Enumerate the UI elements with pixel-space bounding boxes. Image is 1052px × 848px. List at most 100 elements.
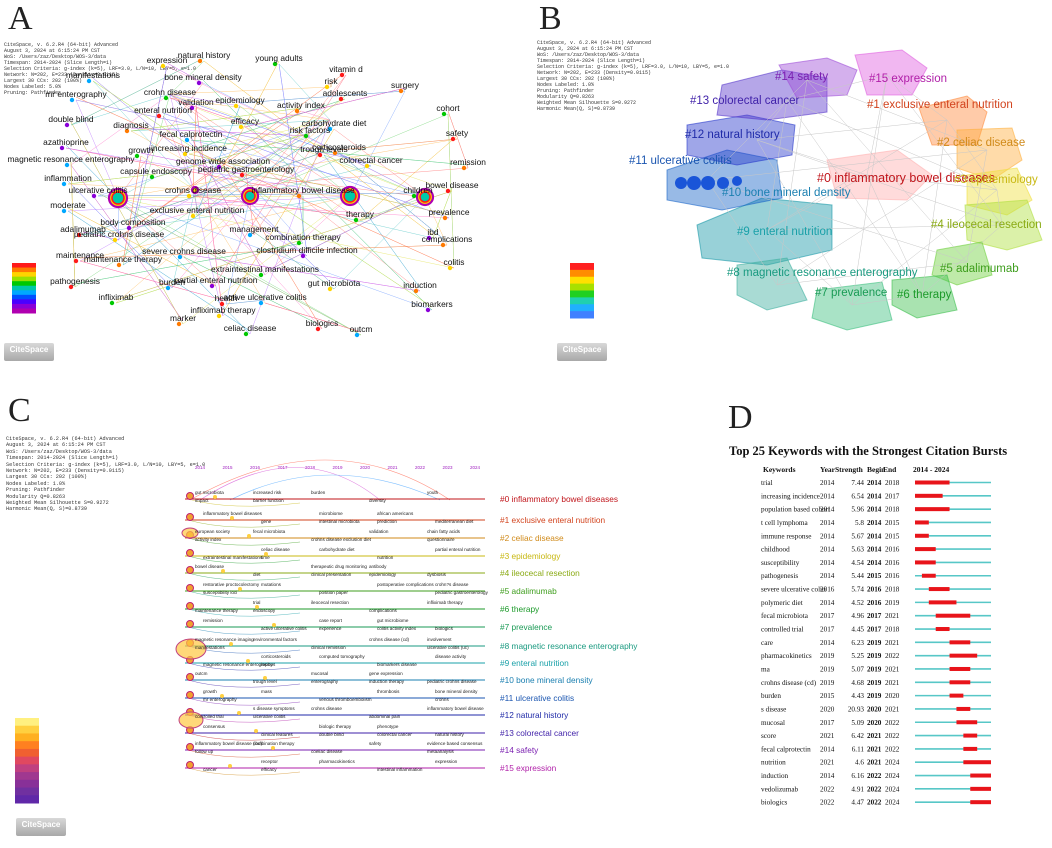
keyword-node xyxy=(64,122,70,128)
keyword-label: extraintestinal manifestations xyxy=(211,264,319,274)
keyword-label: colorectal cancer xyxy=(339,155,403,165)
keyword-label: inflammatory bowel disease xyxy=(251,185,355,195)
hub-node xyxy=(190,185,200,195)
cluster-link xyxy=(766,119,948,231)
keyword-label: burden xyxy=(159,277,185,287)
keyword-node xyxy=(426,235,432,241)
timeline-term: abdominal pain xyxy=(369,714,401,719)
keyword-label: complications xyxy=(422,234,473,244)
keyword-label: health xyxy=(215,293,238,303)
timeline-term: magnetic resonance imaging xyxy=(195,637,254,642)
burst-end: 2018 xyxy=(885,626,900,634)
timeline-arc xyxy=(187,767,301,776)
cluster-link xyxy=(756,99,788,141)
keyword-node xyxy=(411,193,417,199)
network-edge xyxy=(194,189,323,330)
network-edge xyxy=(79,119,331,262)
keyword-label: colitis xyxy=(444,257,465,267)
network-edge xyxy=(67,207,217,287)
timeline-cluster-label: #6 therapy xyxy=(500,604,540,614)
burst-begin: 2019 xyxy=(867,679,882,687)
timeline-node xyxy=(221,569,225,573)
burst-bar xyxy=(949,640,971,645)
cluster-node xyxy=(675,177,687,189)
network-edge xyxy=(188,153,450,216)
burst-bar xyxy=(915,507,950,512)
burst-strength: 4.6 xyxy=(855,759,864,767)
keyword-node xyxy=(413,288,419,294)
timeline-term: remission xyxy=(203,618,223,623)
timeline-term: magnetic resonance enterography xyxy=(203,662,273,667)
network-edge xyxy=(122,93,171,266)
cluster-link xyxy=(706,179,778,286)
network-edge xyxy=(92,77,308,257)
burst-bar xyxy=(915,533,929,538)
legend-swatch xyxy=(12,308,36,314)
legend-swatch xyxy=(570,304,594,312)
timeline-node xyxy=(220,694,224,698)
keyword-node xyxy=(327,286,333,292)
metadata-line: Network: N=202, E=233 (Density=0.0115) xyxy=(6,468,125,475)
network-edge xyxy=(239,105,351,197)
burst-bar xyxy=(949,653,978,658)
timeline-term: colorectal cancer xyxy=(377,732,412,737)
network-edge xyxy=(155,132,311,178)
citespace-logo-b: CiteSpace xyxy=(557,343,607,361)
cluster-node xyxy=(717,177,729,189)
timeline-term: manifestations xyxy=(195,645,225,650)
legend-swatch xyxy=(12,281,36,287)
burst-strength: 6.23 xyxy=(851,639,864,647)
burst-bar xyxy=(949,680,971,685)
cluster-link xyxy=(851,294,923,306)
keyword-label: genome wide association xyxy=(176,156,270,166)
burst-end: 2018 xyxy=(885,586,900,594)
metadata-line: Timespan: 2014-2024 (Slice Length=1) xyxy=(6,455,119,462)
timeline-term: ulcerative colitis (uc) xyxy=(427,645,469,650)
burst-year: 2014 xyxy=(820,492,835,500)
network-edge xyxy=(166,62,204,84)
burst-strength: 4.91 xyxy=(851,785,864,793)
network-edge xyxy=(169,93,241,107)
hub-node-core xyxy=(111,191,125,205)
cluster-link xyxy=(776,261,968,286)
timeline-year-label: 2024 xyxy=(470,465,481,470)
metadata-line: Largest 30 CCs: 202 (100%) xyxy=(4,78,83,84)
timeline-term: celiac disease xyxy=(261,547,290,552)
timeline-node xyxy=(186,566,194,574)
legend-swatch xyxy=(12,299,36,305)
network-edge xyxy=(65,144,251,335)
burst-keyword: crohns disease (cd) xyxy=(761,679,817,687)
timeline-node xyxy=(186,549,194,557)
network-edge xyxy=(183,253,421,292)
network-edge xyxy=(171,189,196,289)
burst-keyword: induction xyxy=(761,772,789,780)
burst-year: 2021 xyxy=(820,732,835,740)
timeline-year-label: 2022 xyxy=(415,465,426,470)
timeline-cluster-label: #7 prevalence xyxy=(500,622,553,632)
legend-swatch xyxy=(570,311,594,319)
keyword-label: manifestations xyxy=(66,70,120,80)
cluster-link xyxy=(706,149,988,181)
burst-keyword: immune response xyxy=(761,532,812,540)
burst-begin: 2019 xyxy=(867,639,882,647)
network-edge xyxy=(202,79,433,311)
cluster-label: #3 epidemiology xyxy=(954,174,1038,186)
metadata-line: August 3, 2024 at 6:15:24 PM CST xyxy=(6,442,106,449)
network-edge xyxy=(122,155,142,263)
keyword-label: crohn disease xyxy=(144,87,196,97)
keyword-label: risk factors xyxy=(290,125,331,135)
keyword-label: bone mineral density xyxy=(164,72,242,82)
cluster-link xyxy=(756,139,853,306)
burst-strength: 5.67 xyxy=(851,532,864,540)
burst-year: 2017 xyxy=(820,719,835,727)
network-edge xyxy=(70,164,184,322)
cluster-link xyxy=(786,99,998,191)
keyword-label: natural history xyxy=(178,50,231,60)
timeline-term: questionnaire xyxy=(427,537,455,542)
metadata-line: CiteSpace, v. 6.2.R4 (64-bit) Advanced xyxy=(6,436,125,442)
keyword-label: gut microbiota xyxy=(308,278,361,288)
panel-d-burst-table: Top 25 Keywords with the Strongest Citat… xyxy=(729,444,1007,807)
cluster-area xyxy=(854,49,928,96)
timeline-term: double blind xyxy=(319,732,344,737)
burst-begin: 2014 xyxy=(867,532,882,540)
